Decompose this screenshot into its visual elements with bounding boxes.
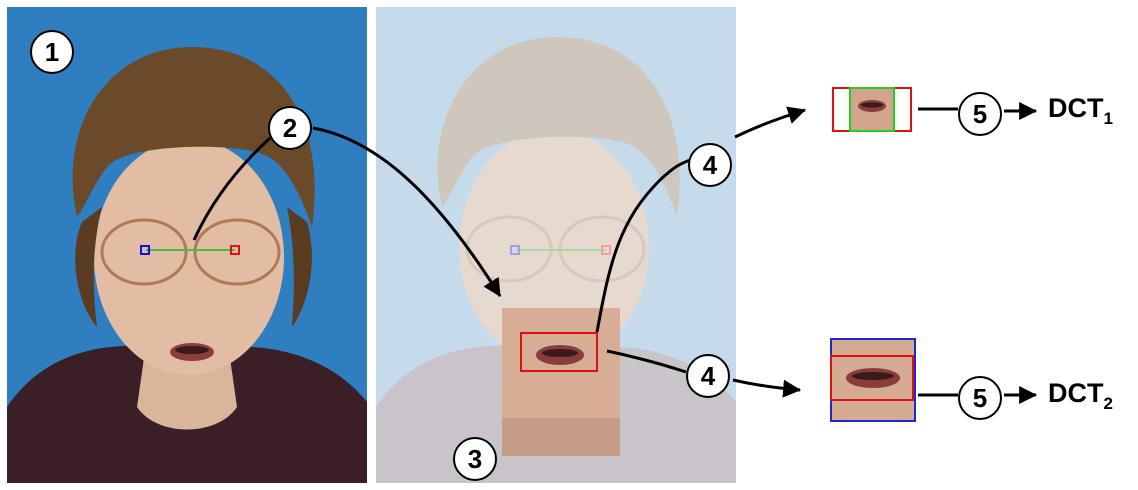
mouth-roi-box [520,332,598,372]
original-face-photo [7,7,367,483]
original-face-illustration [7,7,367,483]
dct1-label: DCT1 [1048,93,1113,129]
step4-line-right [606,349,687,374]
step-5-top-badge: 5 [958,92,1002,136]
step2-line-to-eyes [192,136,272,241]
mouth-crop-square-illustration [851,89,893,130]
step-5-bottom-badge: 5 [958,376,1002,420]
mouth-crop-inner-red [830,355,914,401]
step-1-badge: 1 [30,30,74,74]
dct2-base: DCT [1048,378,1104,408]
dct2-subscript: 2 [1103,394,1113,413]
step-4-bottom-badge: 4 [686,354,730,398]
mouth-crop-blue-illustration [832,340,914,420]
dct1-base: DCT [1048,93,1104,123]
step2-arrow-to-crop [312,126,502,297]
dct1-subscript: 1 [1103,109,1113,128]
step-4-top-badge: 4 [688,143,732,187]
step-3-badge: 3 [453,437,497,481]
mouth-crop-square-green [849,87,895,132]
step4-line-up [595,158,691,333]
dct2-label: DCT2 [1048,378,1113,414]
step4-arrow-bottom [732,378,802,398]
step-2-badge: 2 [268,106,312,150]
step4-arrow-top [734,106,807,139]
